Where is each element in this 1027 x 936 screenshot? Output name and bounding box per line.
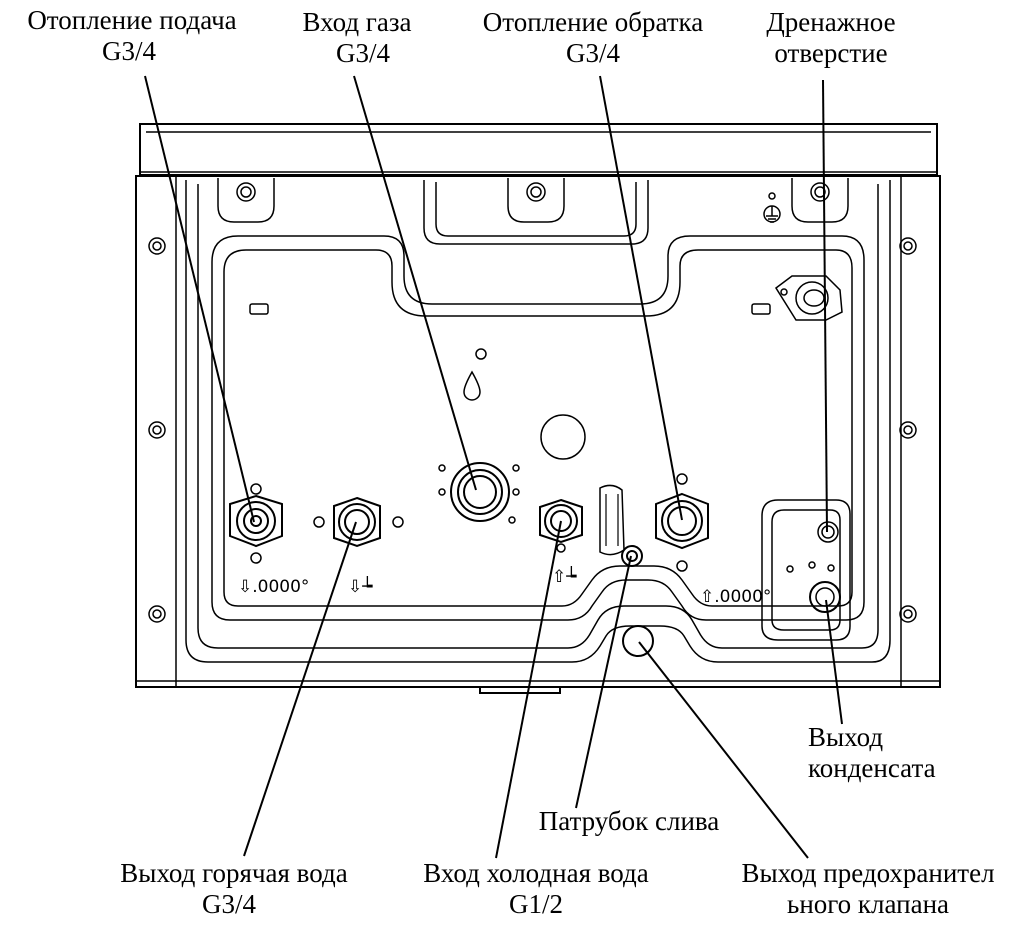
heating-supply-fitting	[229, 483, 283, 564]
drain-pipe-fitting	[599, 484, 643, 567]
leader-safety-valve	[638, 641, 809, 859]
top-cover	[139, 123, 938, 176]
label-drain-pipe: Патрубок слива	[538, 806, 720, 836]
cold-water-fitting	[539, 498, 583, 553]
leader-heating-return	[599, 75, 683, 521]
gas-inlet-fitting	[438, 462, 520, 524]
label-drain-hole: Дренажное отверстие	[766, 7, 896, 68]
mounting-lug-center	[507, 178, 565, 223]
leader-drain-pipe	[575, 555, 632, 809]
condensate-box	[761, 499, 851, 641]
side-screws	[148, 237, 917, 623]
leader-gas-inlet	[353, 75, 477, 491]
manometer	[774, 275, 843, 321]
leader-cold-water	[495, 520, 562, 859]
ground-icon	[763, 192, 781, 223]
fitting-symbols: ⇩.0000° ⇩┶ ⇧┶ ⇧.0000°	[238, 566, 771, 607]
cable-hole	[540, 414, 586, 460]
boiler-casing	[135, 175, 941, 694]
leader-condensate	[825, 599, 843, 725]
label-heating-supply: Отопление подача G3/4	[27, 5, 237, 66]
heating-supply-symbol: ⇩.0000°	[238, 577, 309, 597]
heating-return-symbol: ⇧.0000°	[700, 587, 771, 607]
hot-water-symbol: ⇩┶	[348, 576, 373, 597]
hot-water-fitting	[313, 496, 404, 548]
slots	[249, 303, 771, 315]
label-cold-water-inlet: Вход холодная вода G1/2	[423, 858, 649, 919]
label-heating-return: Отопление обратка G3/4	[482, 7, 704, 68]
heating-return-fitting	[655, 473, 709, 572]
leader-lines	[144, 75, 843, 859]
mounting-lug-left	[217, 178, 275, 223]
leader-hot-water	[243, 521, 357, 857]
label-gas-inlet: Вход газа G3/4	[302, 7, 412, 68]
mounting-lug-right	[791, 178, 849, 223]
safety-valve-outlet	[622, 625, 654, 657]
label-condensate-outlet: Выход конденсата	[808, 722, 936, 783]
leader-heating-supply	[144, 75, 255, 523]
label-hot-water-outlet: Выход горячая вода G3/4	[120, 858, 348, 919]
label-safety-valve-outlet: Выход предохранител ьного клапана	[741, 858, 995, 919]
inner-tray	[185, 180, 891, 663]
leader-drain-hole	[822, 79, 828, 533]
cold-water-symbol: ⇧┶	[552, 566, 577, 587]
water-drop-icon	[463, 348, 487, 401]
